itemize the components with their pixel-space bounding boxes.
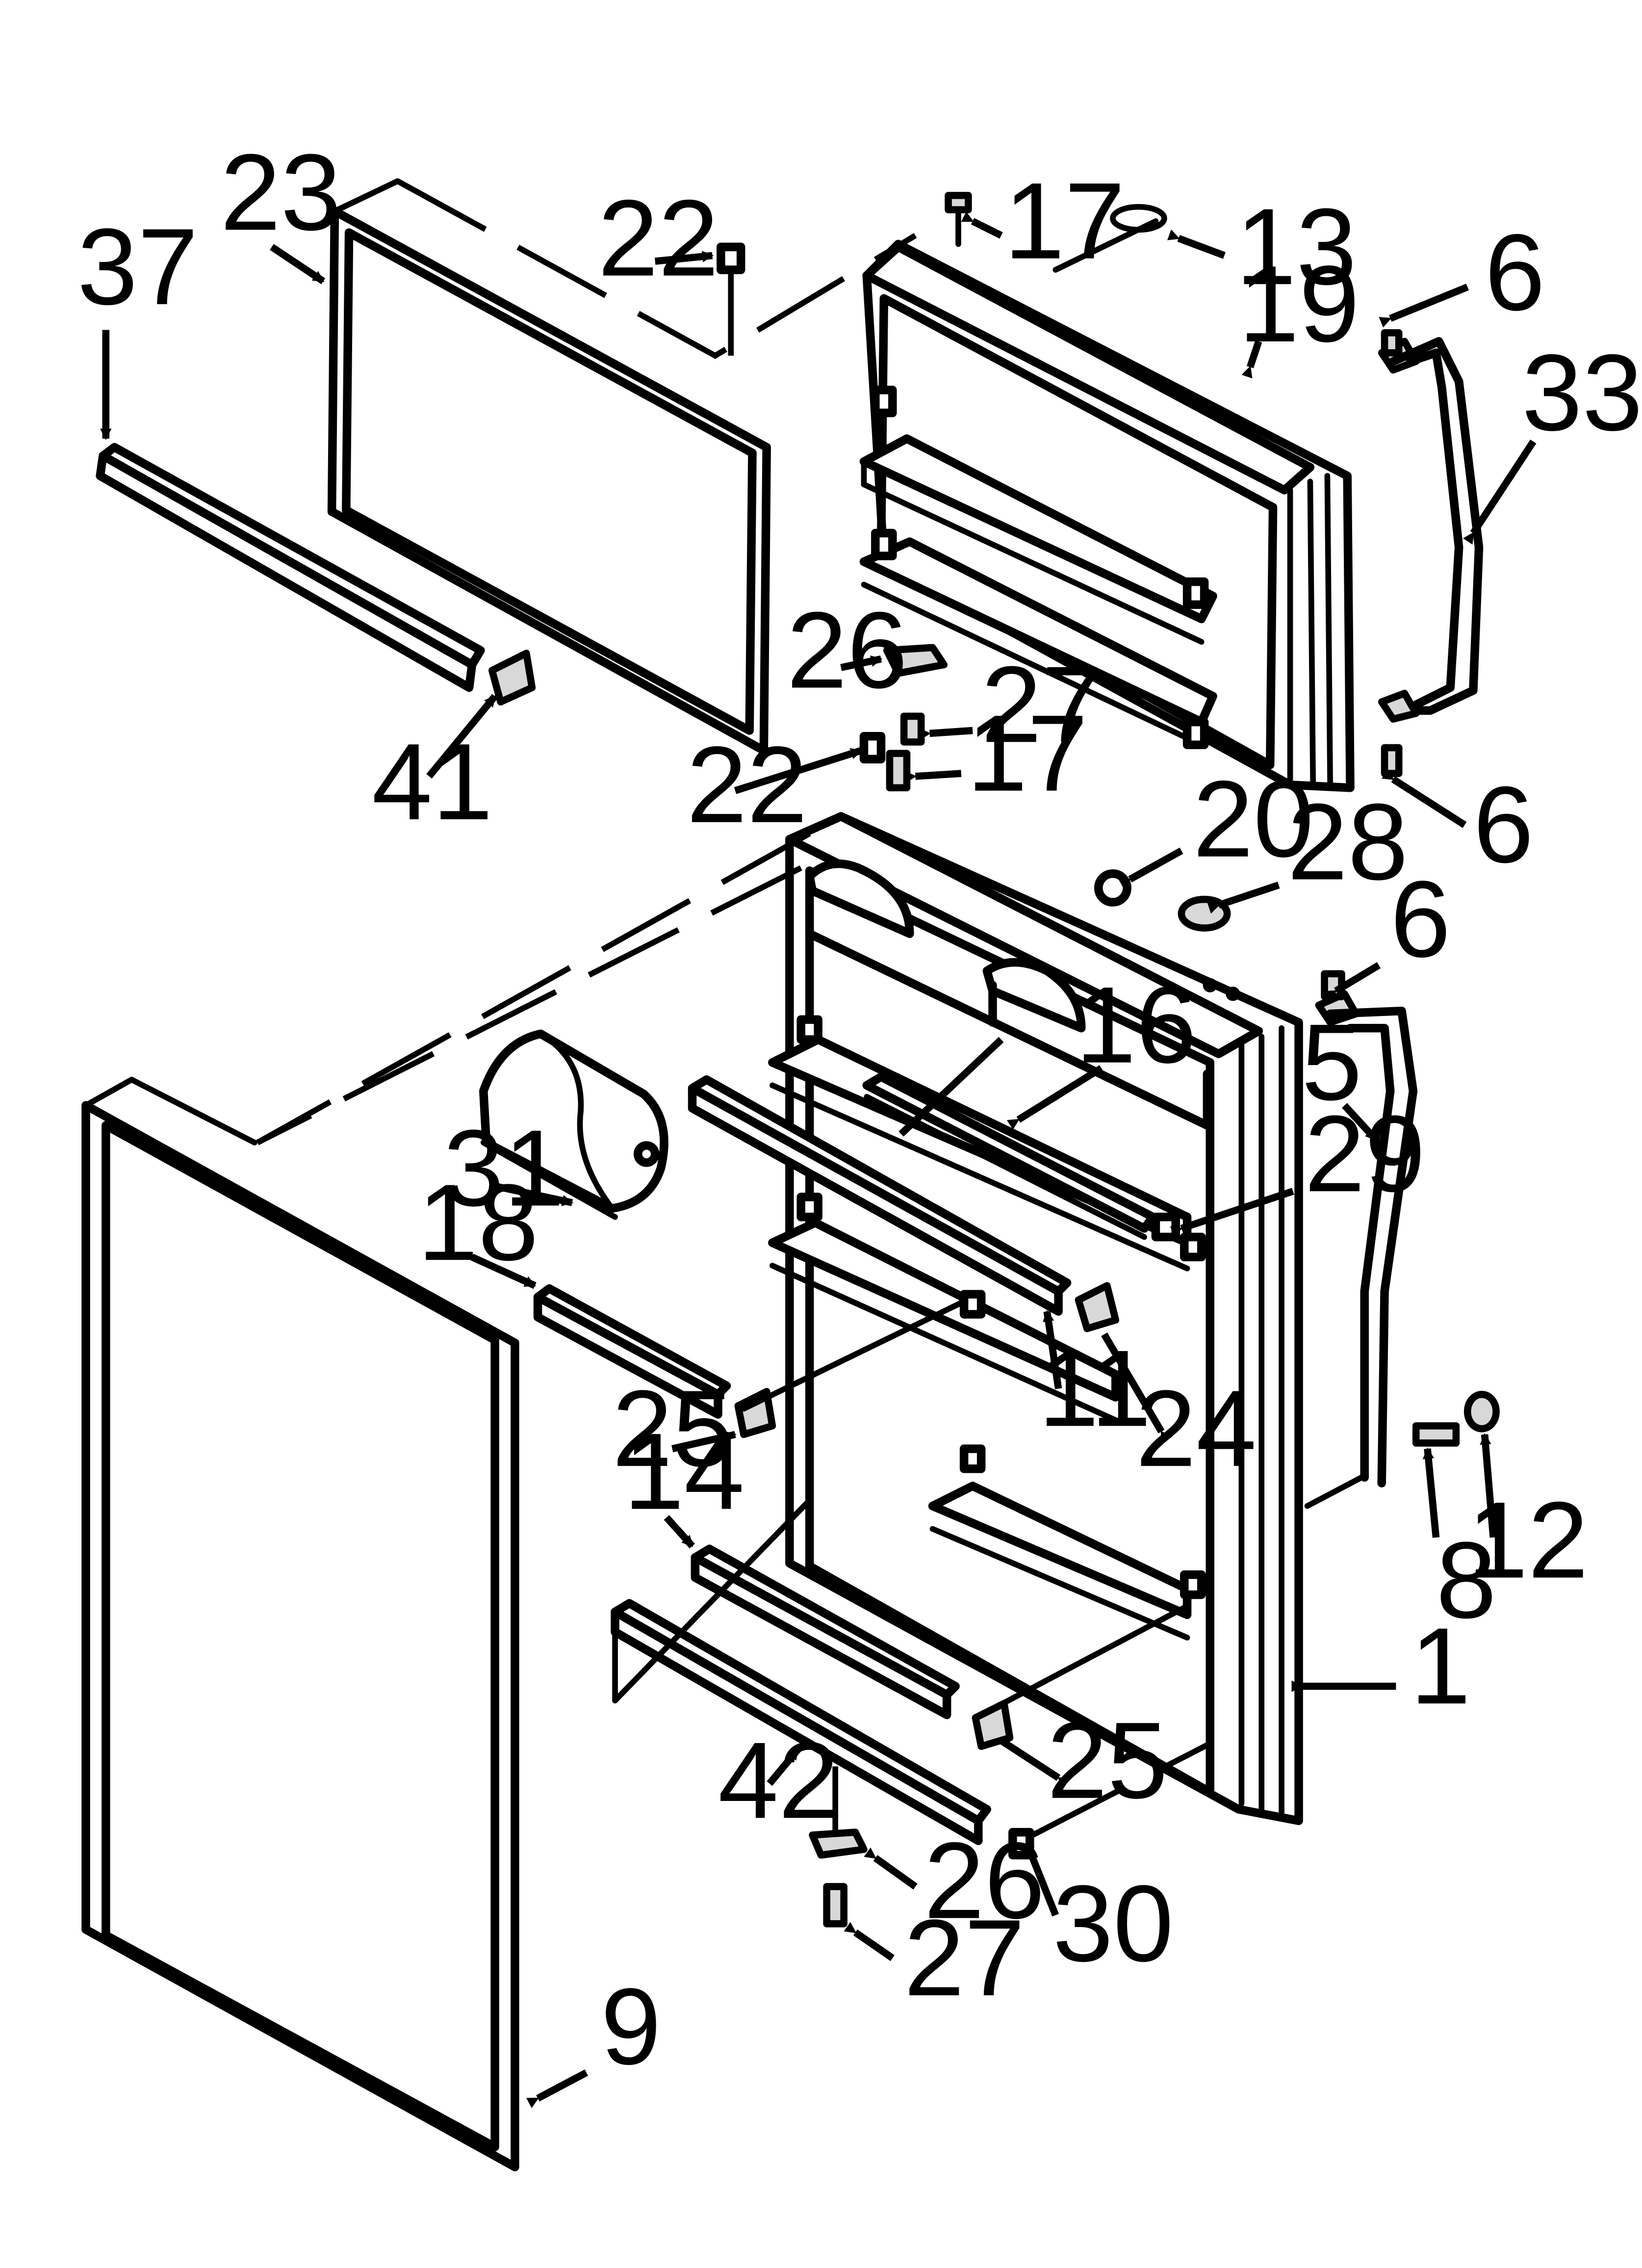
logo-badge <box>1110 204 1167 233</box>
bottom-door-bar <box>611 1497 992 1845</box>
callout-25-upper: 25 <box>612 1367 733 1489</box>
callout-27-top: 27 <box>981 643 1103 765</box>
door-shelf-bar-14 <box>691 1544 960 1720</box>
handle-guide-line <box>1304 1474 1365 1509</box>
upper-dairy-compartment <box>805 859 1212 1130</box>
plug-20 <box>1094 869 1131 907</box>
refrigerator-door-gasket <box>81 1076 519 2171</box>
callout-11: 11 <box>1038 1327 1151 1449</box>
bar-end-alignment-line <box>1031 1741 1211 1838</box>
callout-25-lower: 25 <box>1047 1699 1168 1821</box>
shelf-guide-line-2 <box>978 1603 1190 1718</box>
screw-17-mid <box>886 750 911 792</box>
liner-hole <box>1203 978 1217 992</box>
bar-end-cap-25-upper <box>734 1388 776 1438</box>
callout-26-top: 26 <box>787 589 908 711</box>
callout-5: 5 <box>1302 1001 1362 1123</box>
callout-6-mid: 6 <box>1473 763 1534 885</box>
callout-22-mid: 22 <box>687 724 808 845</box>
door-shelf-bar-11 <box>688 1075 1072 1316</box>
handle-cap-12 <box>1463 1390 1500 1433</box>
freezer-door-handle <box>1378 329 1484 777</box>
callout-8: 8 <box>1436 1519 1496 1641</box>
bar-end-29 <box>1151 1212 1180 1242</box>
refrigerator-door-handle <box>1315 970 1418 1487</box>
callout-41: 41 <box>372 721 493 842</box>
callout-22-top: 22 <box>598 177 719 299</box>
liner-hole-2 <box>1226 987 1240 1001</box>
callout-labels: 1 5 6 6 6 8 9 11 12 13 14 16 17 17 18 19… <box>77 131 1642 2087</box>
callout-37: 37 <box>77 206 198 327</box>
gasket-alignment-line <box>396 179 917 359</box>
callout-9: 9 <box>601 1965 661 2087</box>
callout-29: 29 <box>1305 1093 1426 1214</box>
freezer-door-liner <box>859 239 1355 792</box>
freezer-door-shelf-bar <box>96 443 485 692</box>
callout-17-top: 17 <box>1004 160 1125 282</box>
callout-30: 30 <box>1052 1862 1174 1984</box>
door-stop-22-top <box>717 242 745 356</box>
shelf-guide-line <box>741 1300 964 1412</box>
freezer-door-gasket <box>327 178 771 755</box>
callout-28: 28 <box>1287 781 1409 902</box>
callout-6-low: 6 <box>1390 858 1451 980</box>
door-shelf-bar-18 <box>533 1284 731 1419</box>
callout-33: 33 <box>1522 332 1642 453</box>
callout-16: 16 <box>1076 964 1197 1086</box>
screw-27-top <box>900 712 925 746</box>
bar-end-30 <box>1008 1827 1034 1860</box>
callout-42: 42 <box>718 1720 839 1841</box>
callout-18: 18 <box>418 1161 539 1283</box>
callout-23: 23 <box>220 131 341 253</box>
callout-14: 14 <box>624 1410 745 1532</box>
callout-1: 1 <box>1411 1605 1471 1726</box>
callout-17-mid: 17 <box>967 692 1088 814</box>
handle-screw-8 <box>1412 1422 1460 1447</box>
callout-19: 19 <box>1239 243 1360 365</box>
screw-27-bottom <box>823 1883 847 1928</box>
screw-17-top <box>945 192 972 247</box>
callout-24: 24 <box>1136 1367 1257 1489</box>
callout-31: 31 <box>443 1107 564 1228</box>
callout-26-bottom: 26 <box>924 1820 1045 1941</box>
callout-6-top: 6 <box>1485 211 1545 333</box>
leader-arrows <box>100 211 1537 2108</box>
callout-20: 20 <box>1193 758 1314 880</box>
callout-13: 13 <box>1236 185 1357 307</box>
callout-27-bottom: 27 <box>904 1897 1025 2018</box>
bar-end-cap-24 <box>1075 1282 1120 1332</box>
callout-12: 12 <box>1467 1479 1589 1601</box>
liner-alignment-line <box>256 831 811 1146</box>
hinge-26-top <box>883 644 948 677</box>
dairy-compartment-door <box>479 1029 668 1220</box>
door-stop-22-mid <box>859 731 886 764</box>
liner-alignment-line-2 <box>256 865 802 1146</box>
freezer-bar-end-cap <box>488 650 536 706</box>
